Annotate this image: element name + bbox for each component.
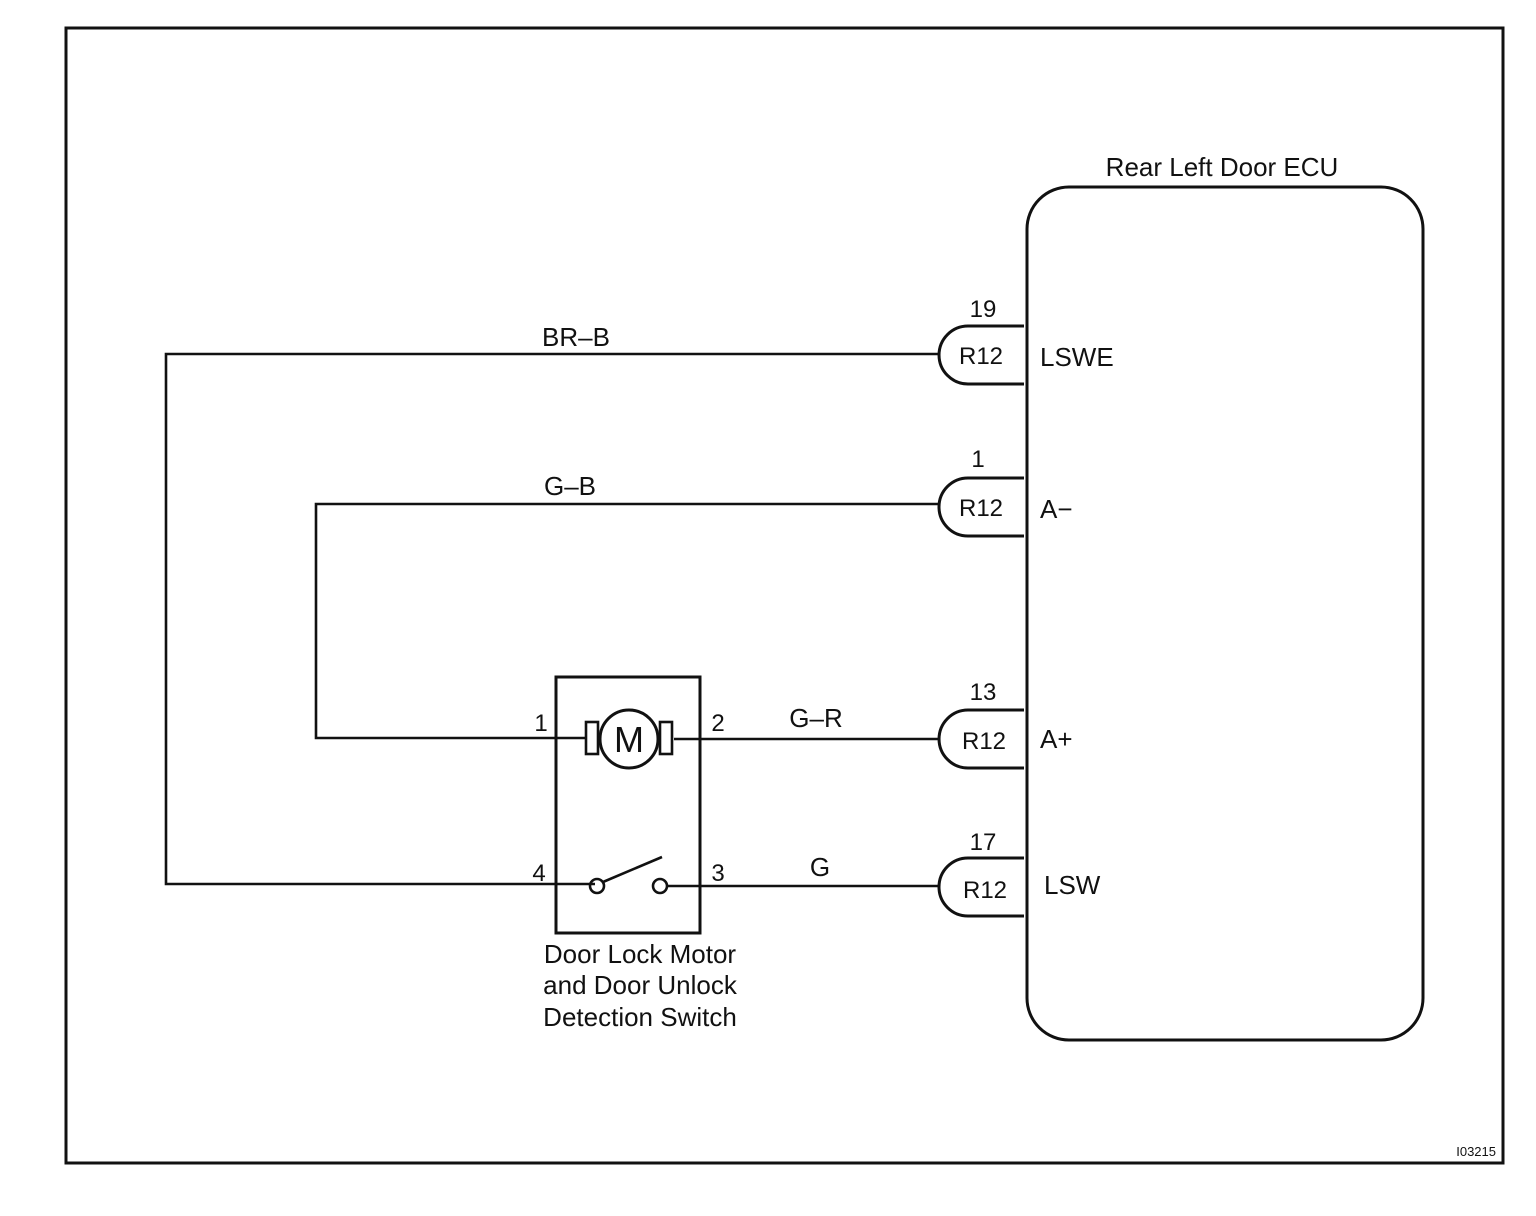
diagram-frame (64, 26, 1505, 1165)
wire-label-g-r: G–R (789, 703, 842, 733)
wire-label-g-b: G–B (544, 471, 596, 501)
connector-19: 19 R12 LSWE (937, 296, 1114, 386)
connector-17-pin: 17 (970, 829, 997, 856)
connector-17-code: R12 (963, 877, 1007, 904)
ecu-title: Rear Left Door ECU (1106, 152, 1339, 182)
connector-19-pin: 19 (970, 296, 997, 323)
connector-19-code: R12 (959, 343, 1003, 370)
connector-1-pin: 1 (971, 446, 984, 473)
terminal-a-minus: A− (1040, 494, 1073, 524)
terminal-a-plus: A+ (1040, 724, 1073, 754)
motor-letter: M (614, 719, 644, 760)
component-label-line-3: Detection Switch (543, 1002, 737, 1032)
component-pin-1: 1 (534, 710, 547, 737)
unlock-switch-symbol (588, 855, 669, 895)
ecu-box (1025, 185, 1425, 1042)
component-pin-4: 4 (532, 860, 545, 887)
component-label-line-2: and Door Unlock (543, 970, 738, 1000)
motor-symbol: M (584, 708, 674, 770)
connector-1-code: R12 (959, 495, 1003, 522)
component-pin-3: 3 (711, 860, 724, 887)
connector-13-code: R12 (962, 728, 1006, 755)
terminal-lsw: LSW (1044, 870, 1101, 900)
wire-br-b (164, 352, 938, 886)
connector-13: 13 R12 A+ (937, 679, 1073, 770)
wire-g-b (314, 502, 938, 740)
figure-id: I03215 (1456, 1144, 1496, 1159)
connector-17: 17 R12 LSW (937, 829, 1101, 918)
component-box (554, 675, 702, 935)
connector-13-pin: 13 (970, 679, 997, 706)
component-label-line-1: Door Lock Motor (544, 939, 737, 969)
terminal-lswe: LSWE (1040, 342, 1114, 372)
component-pin-2: 2 (711, 710, 724, 737)
wire-label-br-b: BR–B (542, 322, 610, 352)
wire-label-g: G (810, 852, 830, 882)
connector-1: 1 R12 A− (937, 446, 1073, 538)
